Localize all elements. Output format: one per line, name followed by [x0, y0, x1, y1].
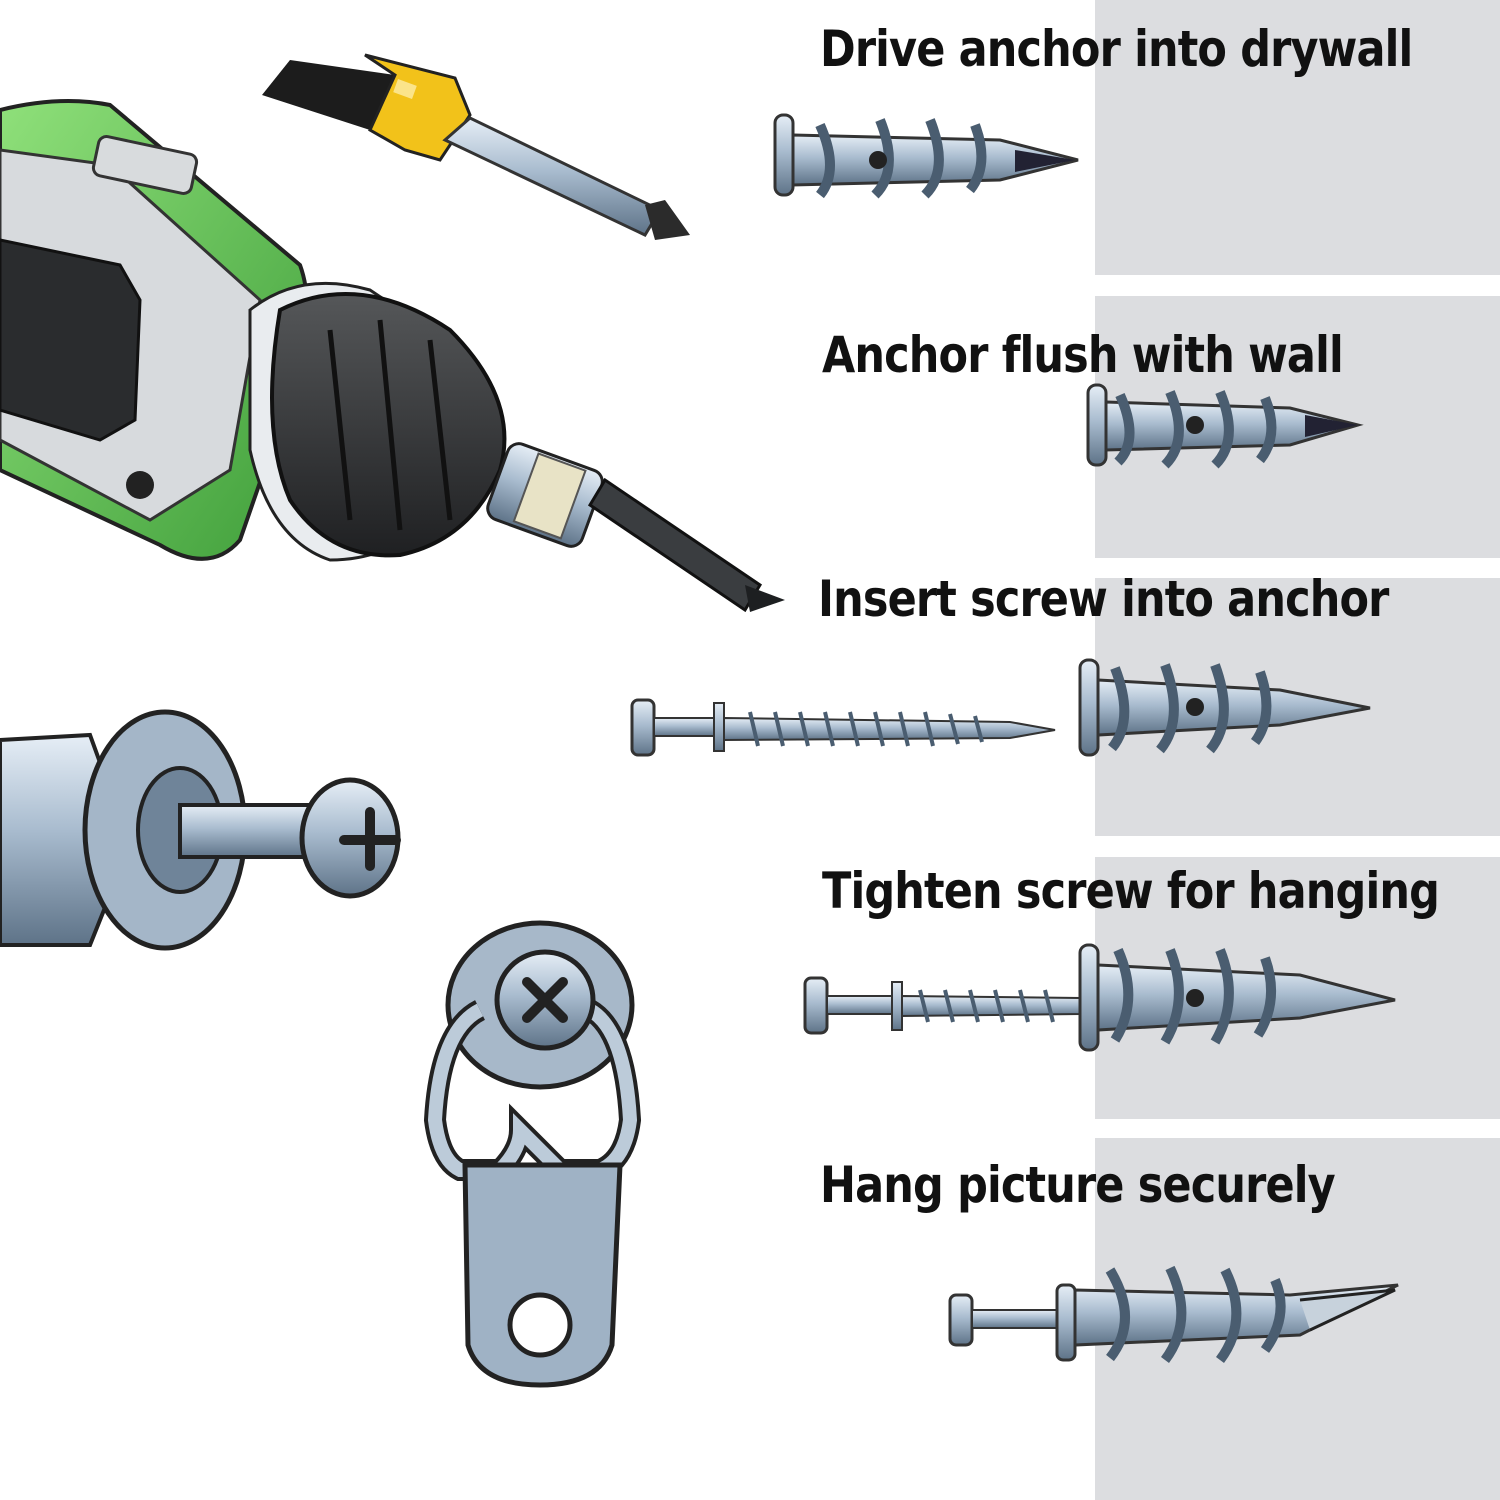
step-label-hang-picture: Hang picture securely	[820, 1156, 1336, 1214]
cordless-drill-icon	[0, 99, 785, 613]
step-label-tighten-screw: Tighten screw for hanging	[822, 862, 1440, 920]
step-label-drive-anchor: Drive anchor into drywall	[820, 20, 1413, 78]
screw-anchor-step4-icon	[803, 943, 1396, 1052]
picture-hanger-icon	[423, 920, 642, 1388]
screw-step3-icon	[630, 698, 1056, 757]
anchor-step3-icon	[1078, 658, 1371, 757]
anchor-closeup-icon	[0, 709, 401, 951]
step-label-anchor-flush: Anchor flush with wall	[822, 326, 1344, 384]
anchor-step2-icon	[1086, 383, 1364, 469]
anchor-step5-icon	[948, 1265, 1399, 1363]
screwdriver-icon	[262, 53, 690, 240]
step-label-insert-screw: Insert screw into anchor	[818, 570, 1389, 628]
drywall-panels	[1095, 0, 1500, 1500]
anchor-step1-icon	[773, 113, 1079, 199]
wall-panel-1	[1095, 0, 1500, 275]
